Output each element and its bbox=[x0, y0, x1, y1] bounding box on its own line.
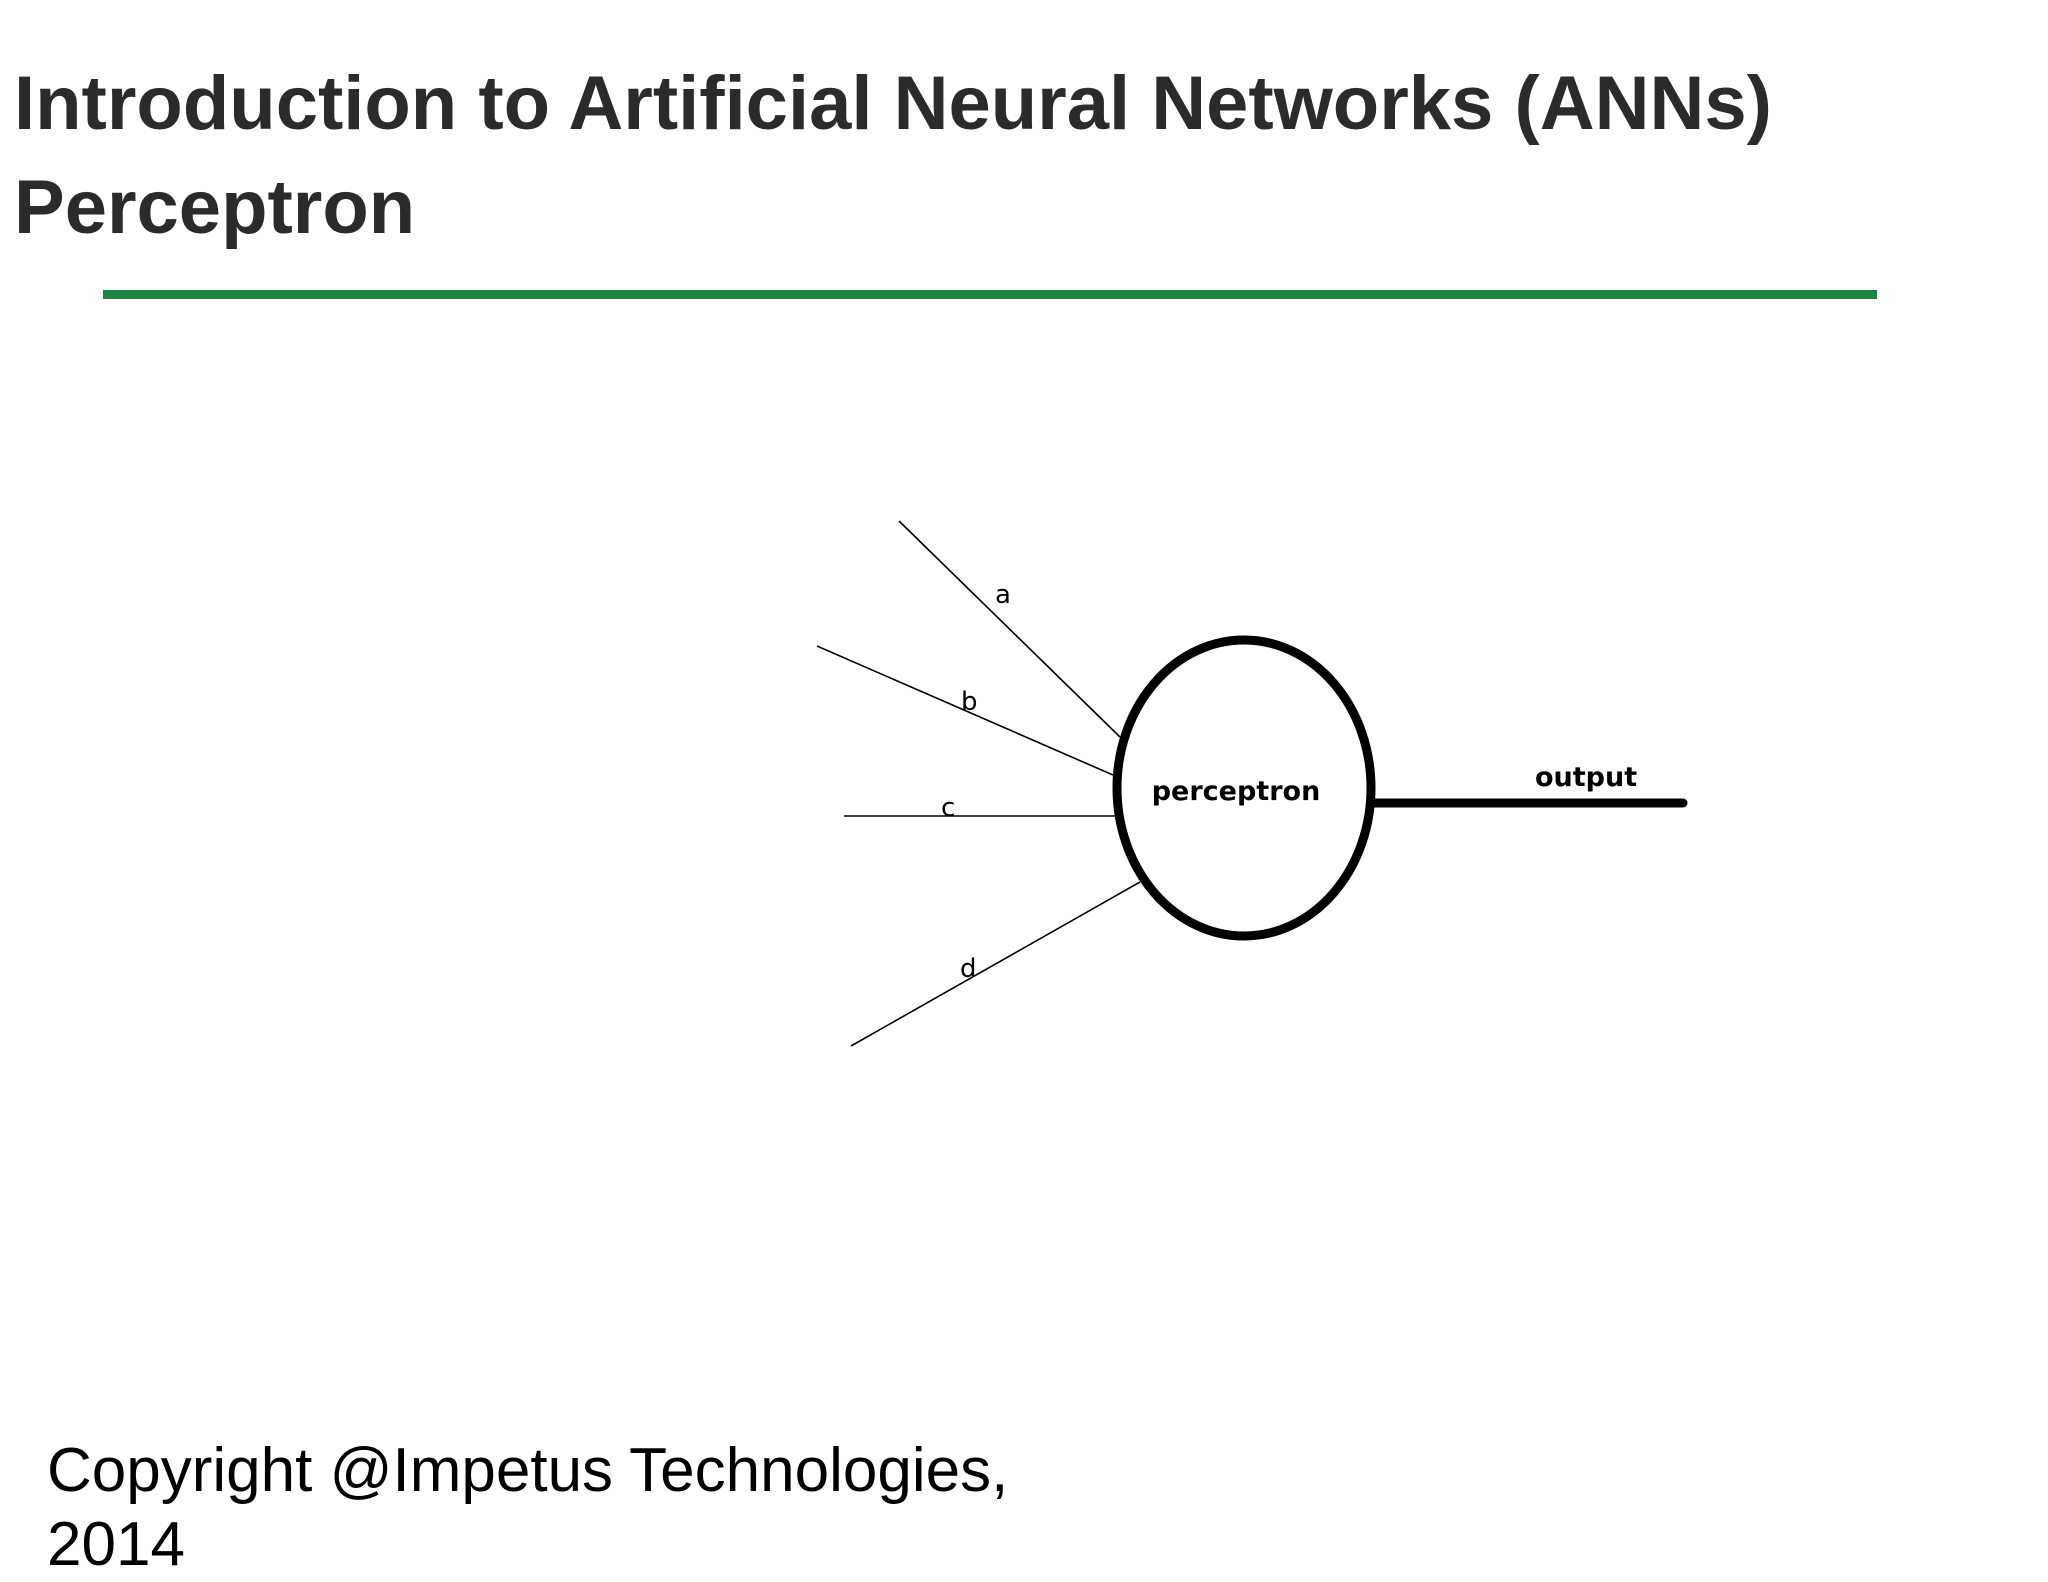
title-underline bbox=[103, 290, 1877, 299]
input-line-d bbox=[850, 881, 1141, 1047]
input-line-b bbox=[816, 645, 1114, 776]
input-label-d: d bbox=[960, 954, 977, 984]
slide-title: Introduction to Artificial Neural Networ… bbox=[14, 52, 1772, 260]
input-label-b: b bbox=[961, 687, 978, 717]
perceptron-diagram: a b c d perceptron output bbox=[816, 520, 1688, 1047]
copyright-footer: Copyright @Impetus Technologies, 2014 bbox=[47, 1436, 1009, 1579]
slide: Introduction to Artificial Neural Networ… bbox=[14, 52, 1877, 1579]
input-label-c: c bbox=[941, 793, 955, 823]
title-line-2: Perceptron bbox=[14, 165, 416, 250]
perceptron-node-label: perceptron bbox=[1152, 776, 1321, 807]
title-line-1: Introduction to Artificial Neural Networ… bbox=[14, 61, 1772, 146]
input-line-a bbox=[898, 520, 1121, 738]
perceptron-node bbox=[1112, 635, 1376, 941]
output-label: output bbox=[1535, 762, 1637, 793]
input-label-a: a bbox=[995, 580, 1011, 610]
